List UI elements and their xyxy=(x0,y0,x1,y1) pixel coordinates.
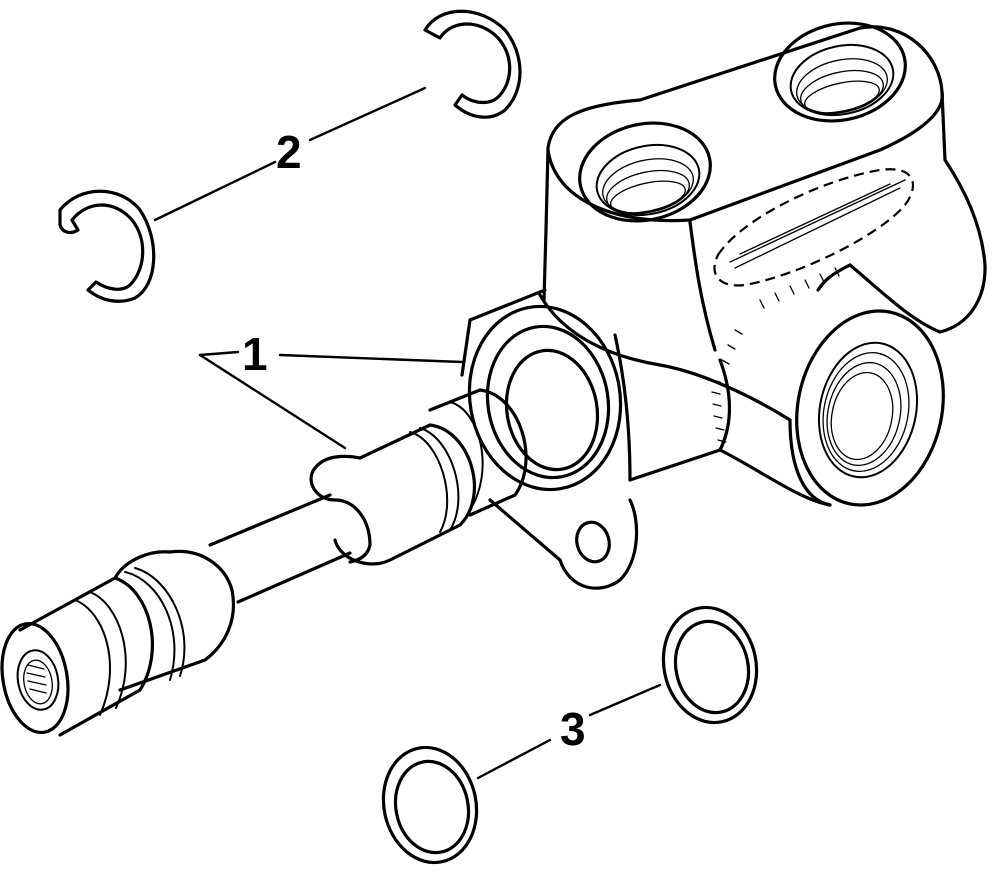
callout-3: 3 xyxy=(476,683,662,780)
callout-number-1: 1 xyxy=(242,328,268,380)
valve-spool xyxy=(0,388,528,737)
leader-line-2b xyxy=(153,160,277,222)
leader-line-2a xyxy=(308,86,427,142)
leader-line-1a xyxy=(278,353,464,364)
leader-line-1b xyxy=(198,350,240,357)
valve-body xyxy=(460,21,987,590)
snap-rings xyxy=(58,9,522,303)
seal-rings xyxy=(381,605,759,865)
leader-line-3a xyxy=(588,683,662,717)
leader-line-1c xyxy=(198,353,347,450)
leader-line-3b xyxy=(476,738,552,780)
callout-number-3: 3 xyxy=(560,703,586,755)
callout-number-2: 2 xyxy=(276,126,302,178)
callout-1: 1 xyxy=(198,328,464,450)
callout-2: 2 xyxy=(153,86,427,222)
